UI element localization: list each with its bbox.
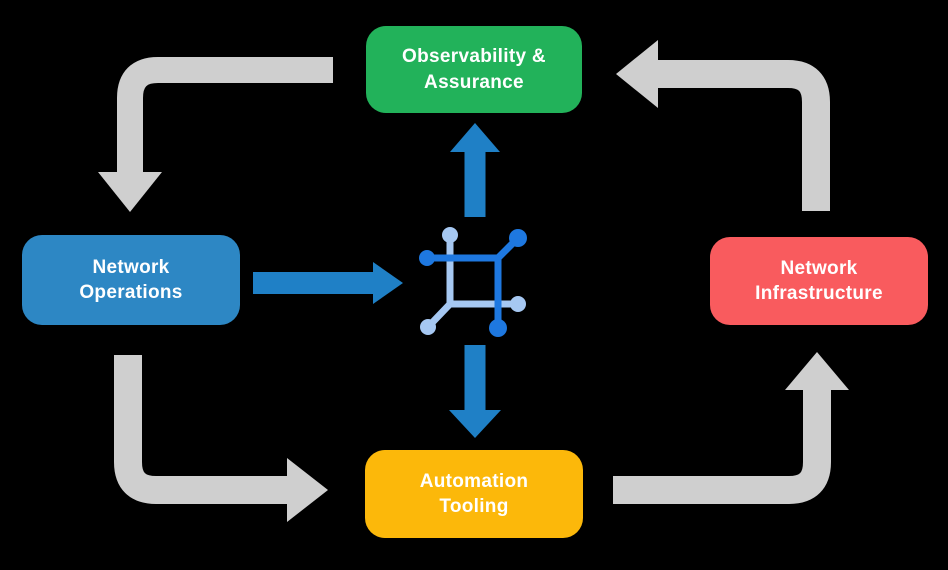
node-label-line2: Assurance — [424, 71, 524, 93]
arrow-observability-to-operations — [98, 57, 333, 212]
arrow-head — [449, 410, 501, 438]
node-label-line1: Network — [92, 256, 170, 278]
node-network-operations: Network Operations — [22, 235, 240, 325]
arrow-shaft — [114, 355, 287, 504]
node-observability-assurance: Observability & Assurance — [366, 26, 582, 113]
node-label: Network Operations — [79, 255, 182, 305]
arrow-head — [785, 352, 849, 390]
arrow-shaft — [613, 390, 831, 504]
arrow-head — [450, 123, 500, 152]
node-network-infrastructure: Network Infrastructure — [710, 237, 928, 325]
mesh-light-nodes — [420, 227, 526, 335]
mesh-dark-nodes — [419, 229, 527, 337]
node-automation-tooling: Automation Tooling — [365, 450, 583, 538]
arrow-head — [287, 458, 328, 522]
mesh-node — [509, 229, 527, 247]
mesh-node — [420, 319, 436, 335]
node-label: Network Infrastructure — [755, 256, 883, 306]
node-label: Observability & Assurance — [402, 44, 546, 94]
mesh-node — [442, 227, 458, 243]
arrow-automation-to-infrastructure — [613, 352, 849, 504]
node-label: Automation Tooling — [420, 469, 529, 519]
mesh-node — [510, 296, 526, 312]
arrow-shaft — [658, 60, 830, 211]
arrow-center-to-automation — [449, 345, 501, 438]
node-label-line1: Network — [780, 257, 858, 279]
arrow-operations-to-center — [253, 262, 403, 304]
node-label-line2: Tooling — [439, 496, 509, 517]
arrow-center-to-observability — [450, 123, 500, 217]
arrow-head — [373, 262, 403, 304]
arrow-head — [616, 40, 658, 108]
node-label-line2: Infrastructure — [755, 283, 883, 304]
arrow-head — [98, 172, 162, 212]
node-label-line1: Automation — [419, 470, 529, 492]
mesh-node — [419, 250, 435, 266]
network-mesh-icon — [419, 227, 527, 337]
arrow-shaft — [117, 57, 333, 172]
node-label-line1: Observability & — [402, 46, 546, 68]
node-label-line2: Operations — [79, 282, 183, 303]
arrow-infrastructure-to-observability — [616, 40, 830, 211]
arrow-operations-to-automation — [114, 355, 328, 522]
mesh-node — [489, 319, 507, 337]
